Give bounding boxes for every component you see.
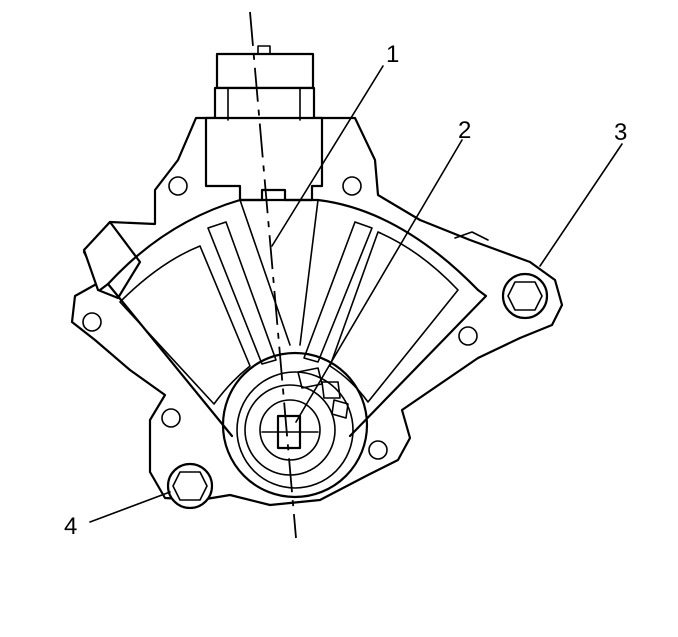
housing-outline <box>70 116 564 507</box>
connector-collar <box>213 86 316 122</box>
bolt-3 <box>501 272 549 320</box>
leader-line-1 <box>271 65 384 247</box>
centerline <box>249 11 297 539</box>
connector-latch <box>257 45 271 55</box>
sector-wedge-left-inner <box>207 221 277 365</box>
mount-hole-left <box>82 312 102 332</box>
leader-line-4 <box>89 491 171 523</box>
shaft-tab <box>321 381 341 399</box>
side-tab <box>82 220 142 300</box>
mount-hole-top-right <box>342 176 362 196</box>
mount-hole-right <box>458 326 478 346</box>
callout-label-3: 3 <box>614 119 627 146</box>
housing-ridge <box>454 231 489 241</box>
callout-label-2: 2 <box>458 117 471 144</box>
shaft-boss-ring <box>236 371 354 489</box>
sector-spoke-left <box>239 199 291 346</box>
shaft-tab <box>331 399 349 419</box>
leader-line-3 <box>539 143 623 267</box>
callout-label-4: 4 <box>64 513 77 540</box>
callout-label-1: 1 <box>386 41 399 68</box>
mount-hole-lower-right <box>368 440 388 460</box>
sector-wedge-left <box>119 245 251 405</box>
shaft-boss-outer <box>221 351 369 499</box>
bolt-4 <box>166 462 214 510</box>
sector-wedge-right-inner <box>303 221 373 363</box>
sector-frame <box>98 282 488 438</box>
bolt-3-hex-head <box>507 281 543 311</box>
mount-hole-top-left <box>168 176 188 196</box>
connector-body <box>204 116 324 202</box>
bolt-4-hex-head <box>172 471 208 501</box>
leader-line-2 <box>295 139 463 423</box>
connector-cap <box>215 52 315 90</box>
throttle-shaft <box>276 414 302 450</box>
mount-hole-lower-left <box>161 408 181 428</box>
sector-spoke-right <box>299 199 319 346</box>
sector-wedge-right <box>329 231 459 403</box>
